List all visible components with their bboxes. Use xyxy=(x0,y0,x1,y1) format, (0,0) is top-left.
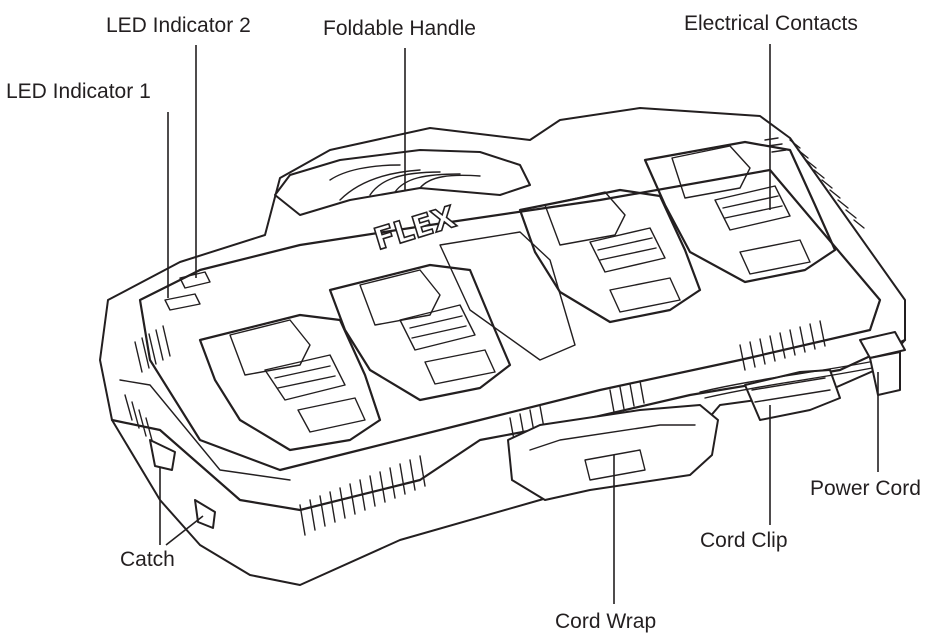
label-cord-clip: Cord Clip xyxy=(700,529,788,552)
led-indicator-1-shape xyxy=(164,293,201,311)
label-led-indicator-2: LED Indicator 2 xyxy=(106,14,251,37)
label-catch: Catch xyxy=(120,548,175,571)
battery-bay-3 xyxy=(518,188,702,324)
label-led-indicator-1: LED Indicator 1 xyxy=(6,80,151,103)
catch-shape xyxy=(149,439,216,529)
cord-clip-shape xyxy=(744,369,841,421)
leader-lines xyxy=(159,44,879,604)
battery-bays xyxy=(198,137,837,452)
handle-shape xyxy=(274,149,531,216)
label-power-cord: Power Cord xyxy=(810,477,921,500)
cord-wrap-shape xyxy=(507,404,719,501)
center-pad xyxy=(439,231,576,361)
vents xyxy=(124,139,865,536)
battery-bay-1 xyxy=(198,313,382,452)
leader-catch-2 xyxy=(165,515,204,546)
label-foldable-handle: Foldable Handle xyxy=(323,17,476,40)
label-cord-wrap: Cord Wrap xyxy=(555,610,657,633)
label-electrical-contacts: Electrical Contacts xyxy=(684,12,858,35)
